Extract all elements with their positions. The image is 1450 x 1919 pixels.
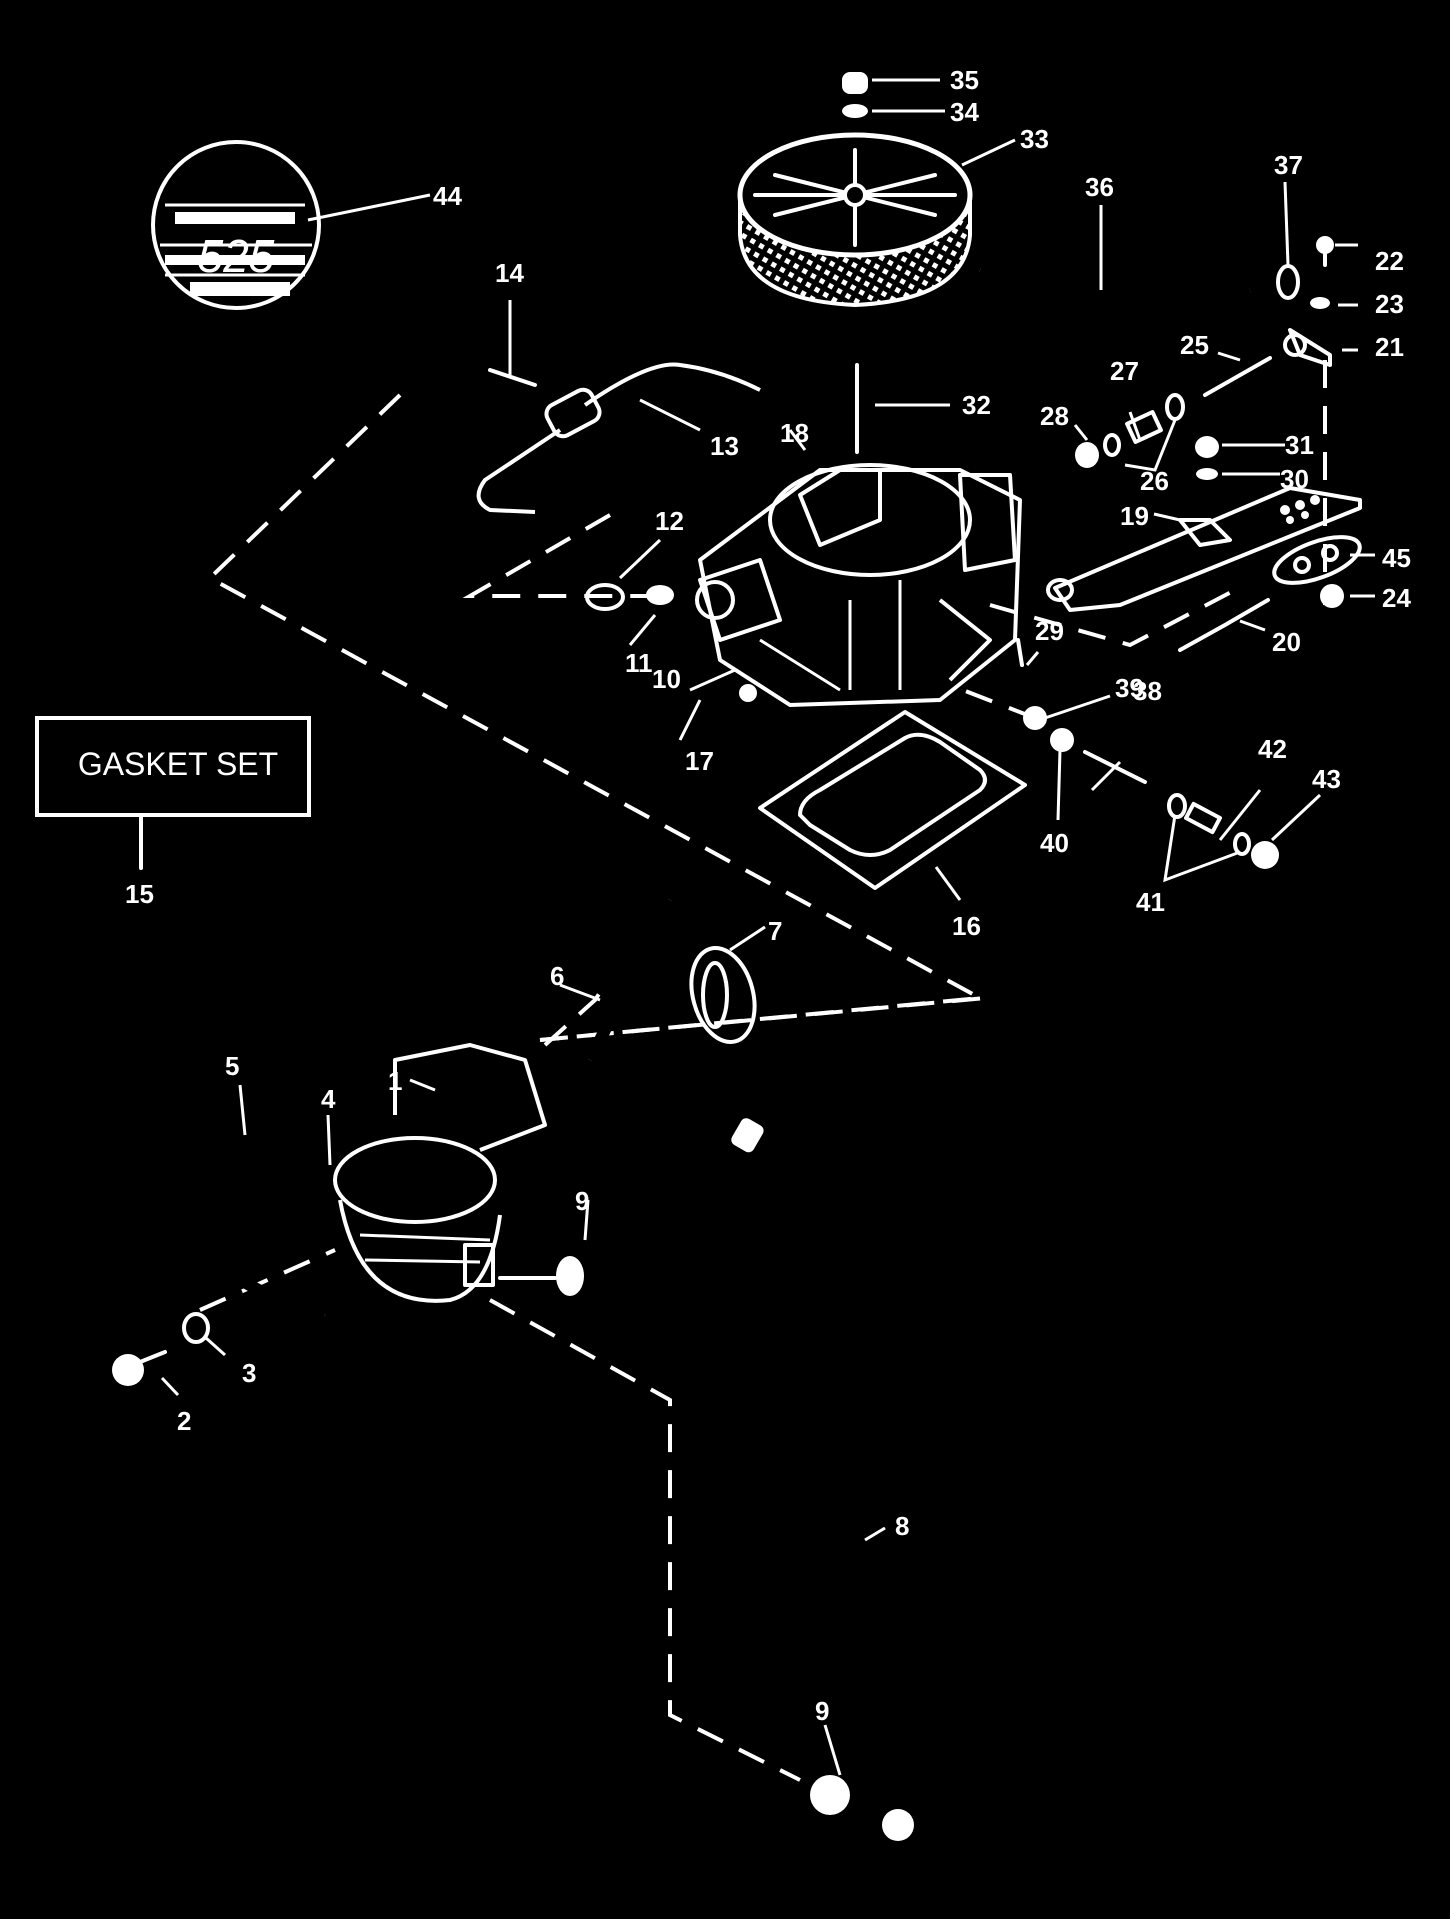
callout-18: 18 (780, 418, 809, 448)
nut-icon (842, 72, 868, 94)
callout-20: 20 (1272, 627, 1301, 657)
callout-34: 34 (950, 97, 979, 127)
gasket-set-label: GASKET SET (78, 746, 278, 782)
callout-4: 4 (321, 1084, 336, 1114)
callout-31: 31 (1285, 430, 1314, 460)
callout-27: 27 (1110, 356, 1139, 386)
callout-5: 5 (225, 1051, 239, 1081)
callout-1: 1 (388, 1066, 402, 1096)
callout-17: 17 (685, 746, 714, 776)
callout-3: 3 (242, 1358, 256, 1388)
callout-28: 28 (1040, 401, 1069, 431)
decal-badge: 525 (151, 140, 321, 310)
callout-24: 24 (1382, 583, 1411, 613)
callout-10: 10 (652, 664, 681, 694)
callout-8: 8 (895, 1511, 909, 1541)
callout-39: 39 (1115, 673, 1144, 703)
callout-21: 21 (1375, 332, 1404, 362)
callout-23: 23 (1375, 289, 1404, 319)
fuel-pump (333, 1043, 547, 1303)
callout-19: 19 (1120, 501, 1149, 531)
callout-15: 15 (125, 879, 154, 909)
callout-9-lower: 9 (815, 1696, 829, 1726)
callout-36: 36 (1085, 172, 1114, 202)
leader-lines (160, 78, 1375, 1776)
callout-41: 41 (1136, 887, 1165, 917)
callout-32: 32 (962, 390, 991, 420)
callout-12: 12 (655, 506, 684, 536)
callout-44: 44 (433, 181, 462, 211)
callout-37: 37 (1274, 150, 1303, 180)
washer-icon (842, 104, 868, 118)
callout-33: 33 (1020, 124, 1049, 154)
callout-2: 2 (177, 1406, 191, 1436)
callout-9-upper: 9 (575, 1186, 589, 1216)
callout-6: 6 (550, 961, 564, 991)
callout-7: 7 (768, 916, 782, 946)
callout-30: 30 (1280, 464, 1309, 494)
callout-16: 16 (952, 911, 981, 941)
callout-22: 22 (1375, 246, 1404, 276)
callout-13: 13 (710, 431, 739, 461)
clamp-icon (1276, 264, 1300, 300)
callout-35: 35 (950, 65, 979, 95)
callout-14: 14 (495, 258, 524, 288)
callout-26: 26 (1140, 466, 1169, 496)
callout-42: 42 (1258, 734, 1287, 764)
callout-43: 43 (1312, 764, 1341, 794)
callout-25: 25 (1180, 330, 1209, 360)
callout-38: 38 (1133, 676, 1162, 706)
flame-arrestor (737, 132, 973, 308)
gasket-set-box: GASKET SET (35, 716, 311, 870)
callout-45: 45 (1382, 543, 1411, 573)
callout-11: 11 (625, 648, 653, 678)
callout-labels: 44 35 34 33 36 37 22 23 21 25 27 28 26 3… (125, 65, 1411, 1726)
carburetor (695, 463, 1022, 707)
callout-40: 40 (1040, 828, 1069, 858)
callout-29: 29 (1035, 616, 1064, 646)
badge-number: 525 (198, 230, 275, 282)
